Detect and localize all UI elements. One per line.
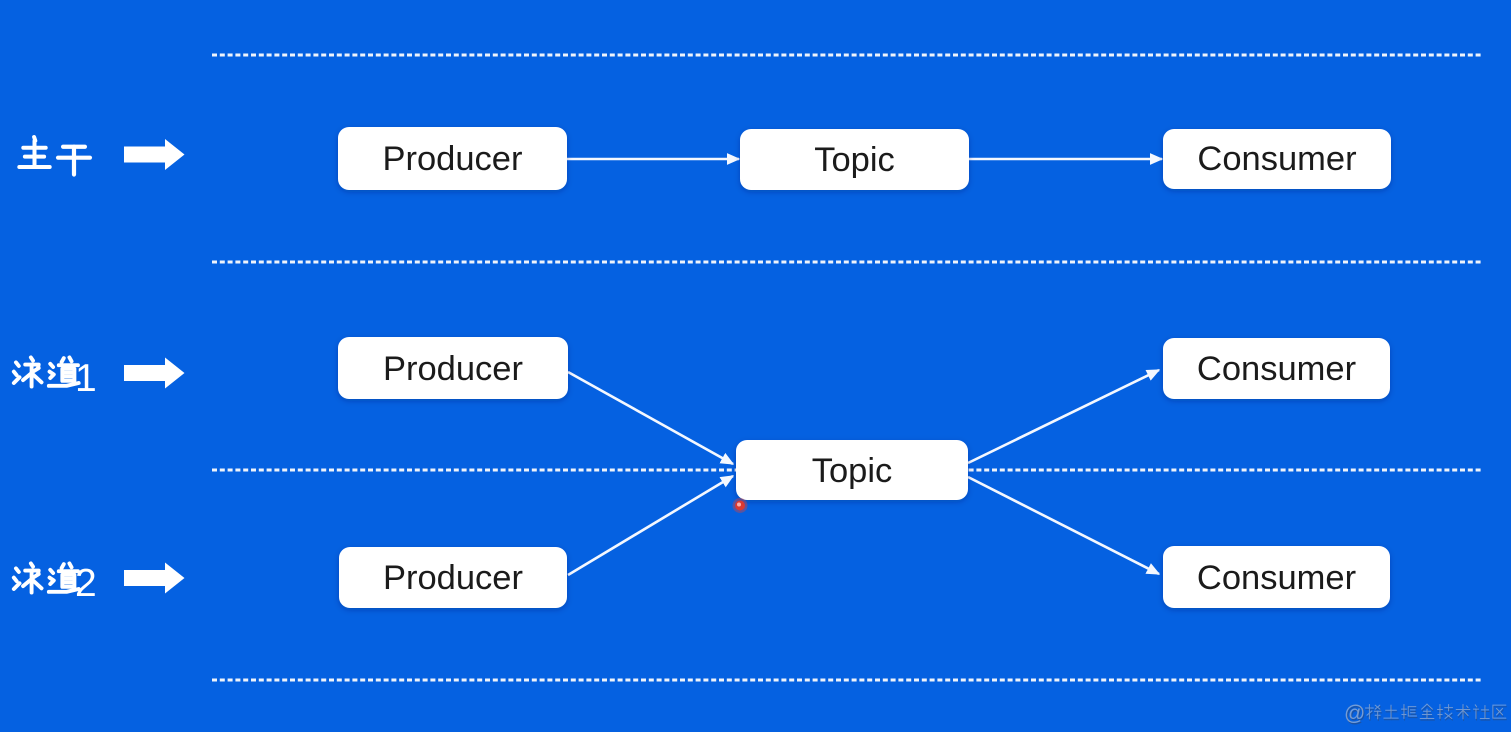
svg-text:2: 2 [75,562,97,605]
svg-text:@: @ [1344,702,1365,725]
svg-text:Topic: Topic [812,452,893,490]
svg-text:Consumer: Consumer [1197,350,1356,388]
svg-text:@: @ [1345,704,1366,727]
svg-text:Producer: Producer [383,140,523,178]
svg-text:Consumer: Consumer [1197,559,1356,597]
svg-text:Consumer: Consumer [1197,140,1356,178]
svg-text:Producer: Producer [383,559,523,597]
svg-text:Topic: Topic [814,141,895,179]
svg-text:1: 1 [75,357,97,400]
svg-text:Producer: Producer [383,350,523,388]
